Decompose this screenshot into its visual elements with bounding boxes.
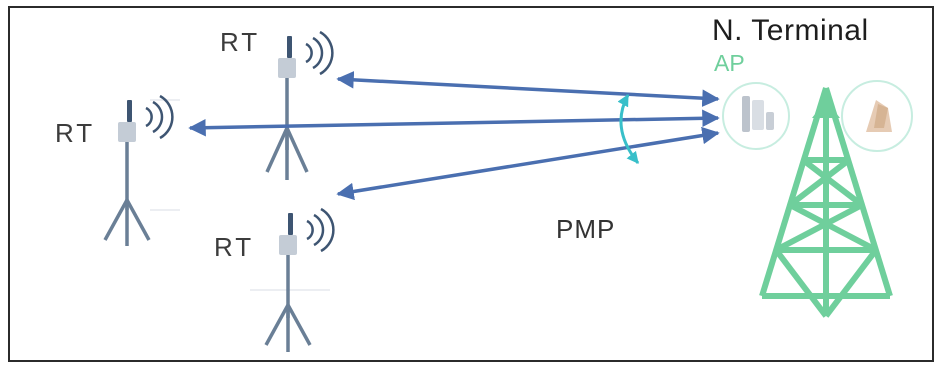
signal-waves-icon (145, 94, 174, 140)
coverage-angle-arrow (617, 93, 640, 164)
rt-label-top: RT (220, 27, 261, 57)
tower-icon (759, 87, 893, 318)
link-arrow-top (336, 71, 720, 107)
link-arrow-bottom (336, 126, 720, 201)
signal-waves-icon (305, 30, 334, 76)
network-terminal-title: N. Terminal (712, 14, 869, 47)
rt-label-bottom: RT (214, 232, 255, 262)
link-arrow-left (188, 109, 720, 137)
access-point-label: AP (714, 50, 745, 76)
signal-waves-icon (306, 207, 335, 253)
antenna-terminal-icon (103, 100, 151, 246)
antenna-terminal-icon (265, 36, 309, 180)
antenna-terminal-icon (264, 213, 312, 352)
link-arrows (188, 71, 720, 201)
rt-label-left: RT (55, 118, 96, 148)
sector-antenna-icon (722, 80, 913, 152)
topology-label: PMP (556, 214, 616, 244)
